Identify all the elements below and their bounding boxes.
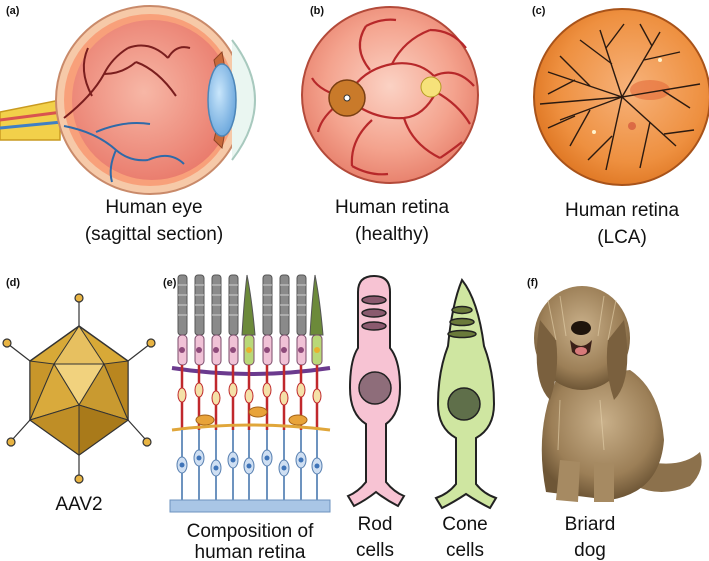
macula <box>420 76 442 98</box>
aav2-capsid <box>2 293 156 484</box>
panel-c-lca-retina: (c) Human retina (LCA) <box>532 5 709 248</box>
rod-caption-1: Rod <box>358 514 393 535</box>
panel-d-aav2: (d) AAV2 <box>2 277 156 515</box>
cone-caption-2: cells <box>446 540 484 561</box>
panel-f-caption-1: Briard <box>565 514 616 535</box>
retina-layers <box>169 274 331 513</box>
panel-c-letter: (c) <box>532 5 546 17</box>
panel-a-letter: (a) <box>6 5 20 17</box>
panel-d-letter: (d) <box>6 277 20 289</box>
panel-f-letter: (f) <box>527 277 538 289</box>
healthy-fundus <box>301 6 479 184</box>
panel-e-letter: (e) <box>163 277 177 289</box>
cone-caption-1: Cone <box>442 514 487 535</box>
panel-b-caption-1: Human retina <box>335 197 449 218</box>
rod-caption-2: cells <box>356 540 394 561</box>
briard-dog-image <box>534 286 702 502</box>
panel-c-caption-2: (LCA) <box>597 227 647 248</box>
panel-c-caption-1: Human retina <box>565 200 679 221</box>
retina-caption-1: Composition of <box>187 521 314 542</box>
panel-b-caption-2: (healthy) <box>355 224 429 245</box>
panel-a-caption-1: Human eye <box>105 197 202 218</box>
panel-f-caption-2: dog <box>574 540 606 561</box>
panel-b-letter: (b) <box>310 5 324 17</box>
rod-cell <box>346 274 406 508</box>
eye-illustration <box>0 5 256 195</box>
panel-f-briard: (f) Briard dog <box>527 277 702 561</box>
cone-cell <box>434 278 498 510</box>
lca-vessels <box>539 23 701 171</box>
panel-a-eye: (a) <box>0 5 256 245</box>
retina-caption-2: human retina <box>195 542 306 561</box>
panel-b-healthy-retina: (b) Human retina (healthy) <box>301 5 479 245</box>
panel-d-caption: AAV2 <box>55 494 102 515</box>
panel-a-caption-2: (sagittal section) <box>85 224 223 245</box>
panel-e-retina-composition: (e) <box>163 274 498 561</box>
